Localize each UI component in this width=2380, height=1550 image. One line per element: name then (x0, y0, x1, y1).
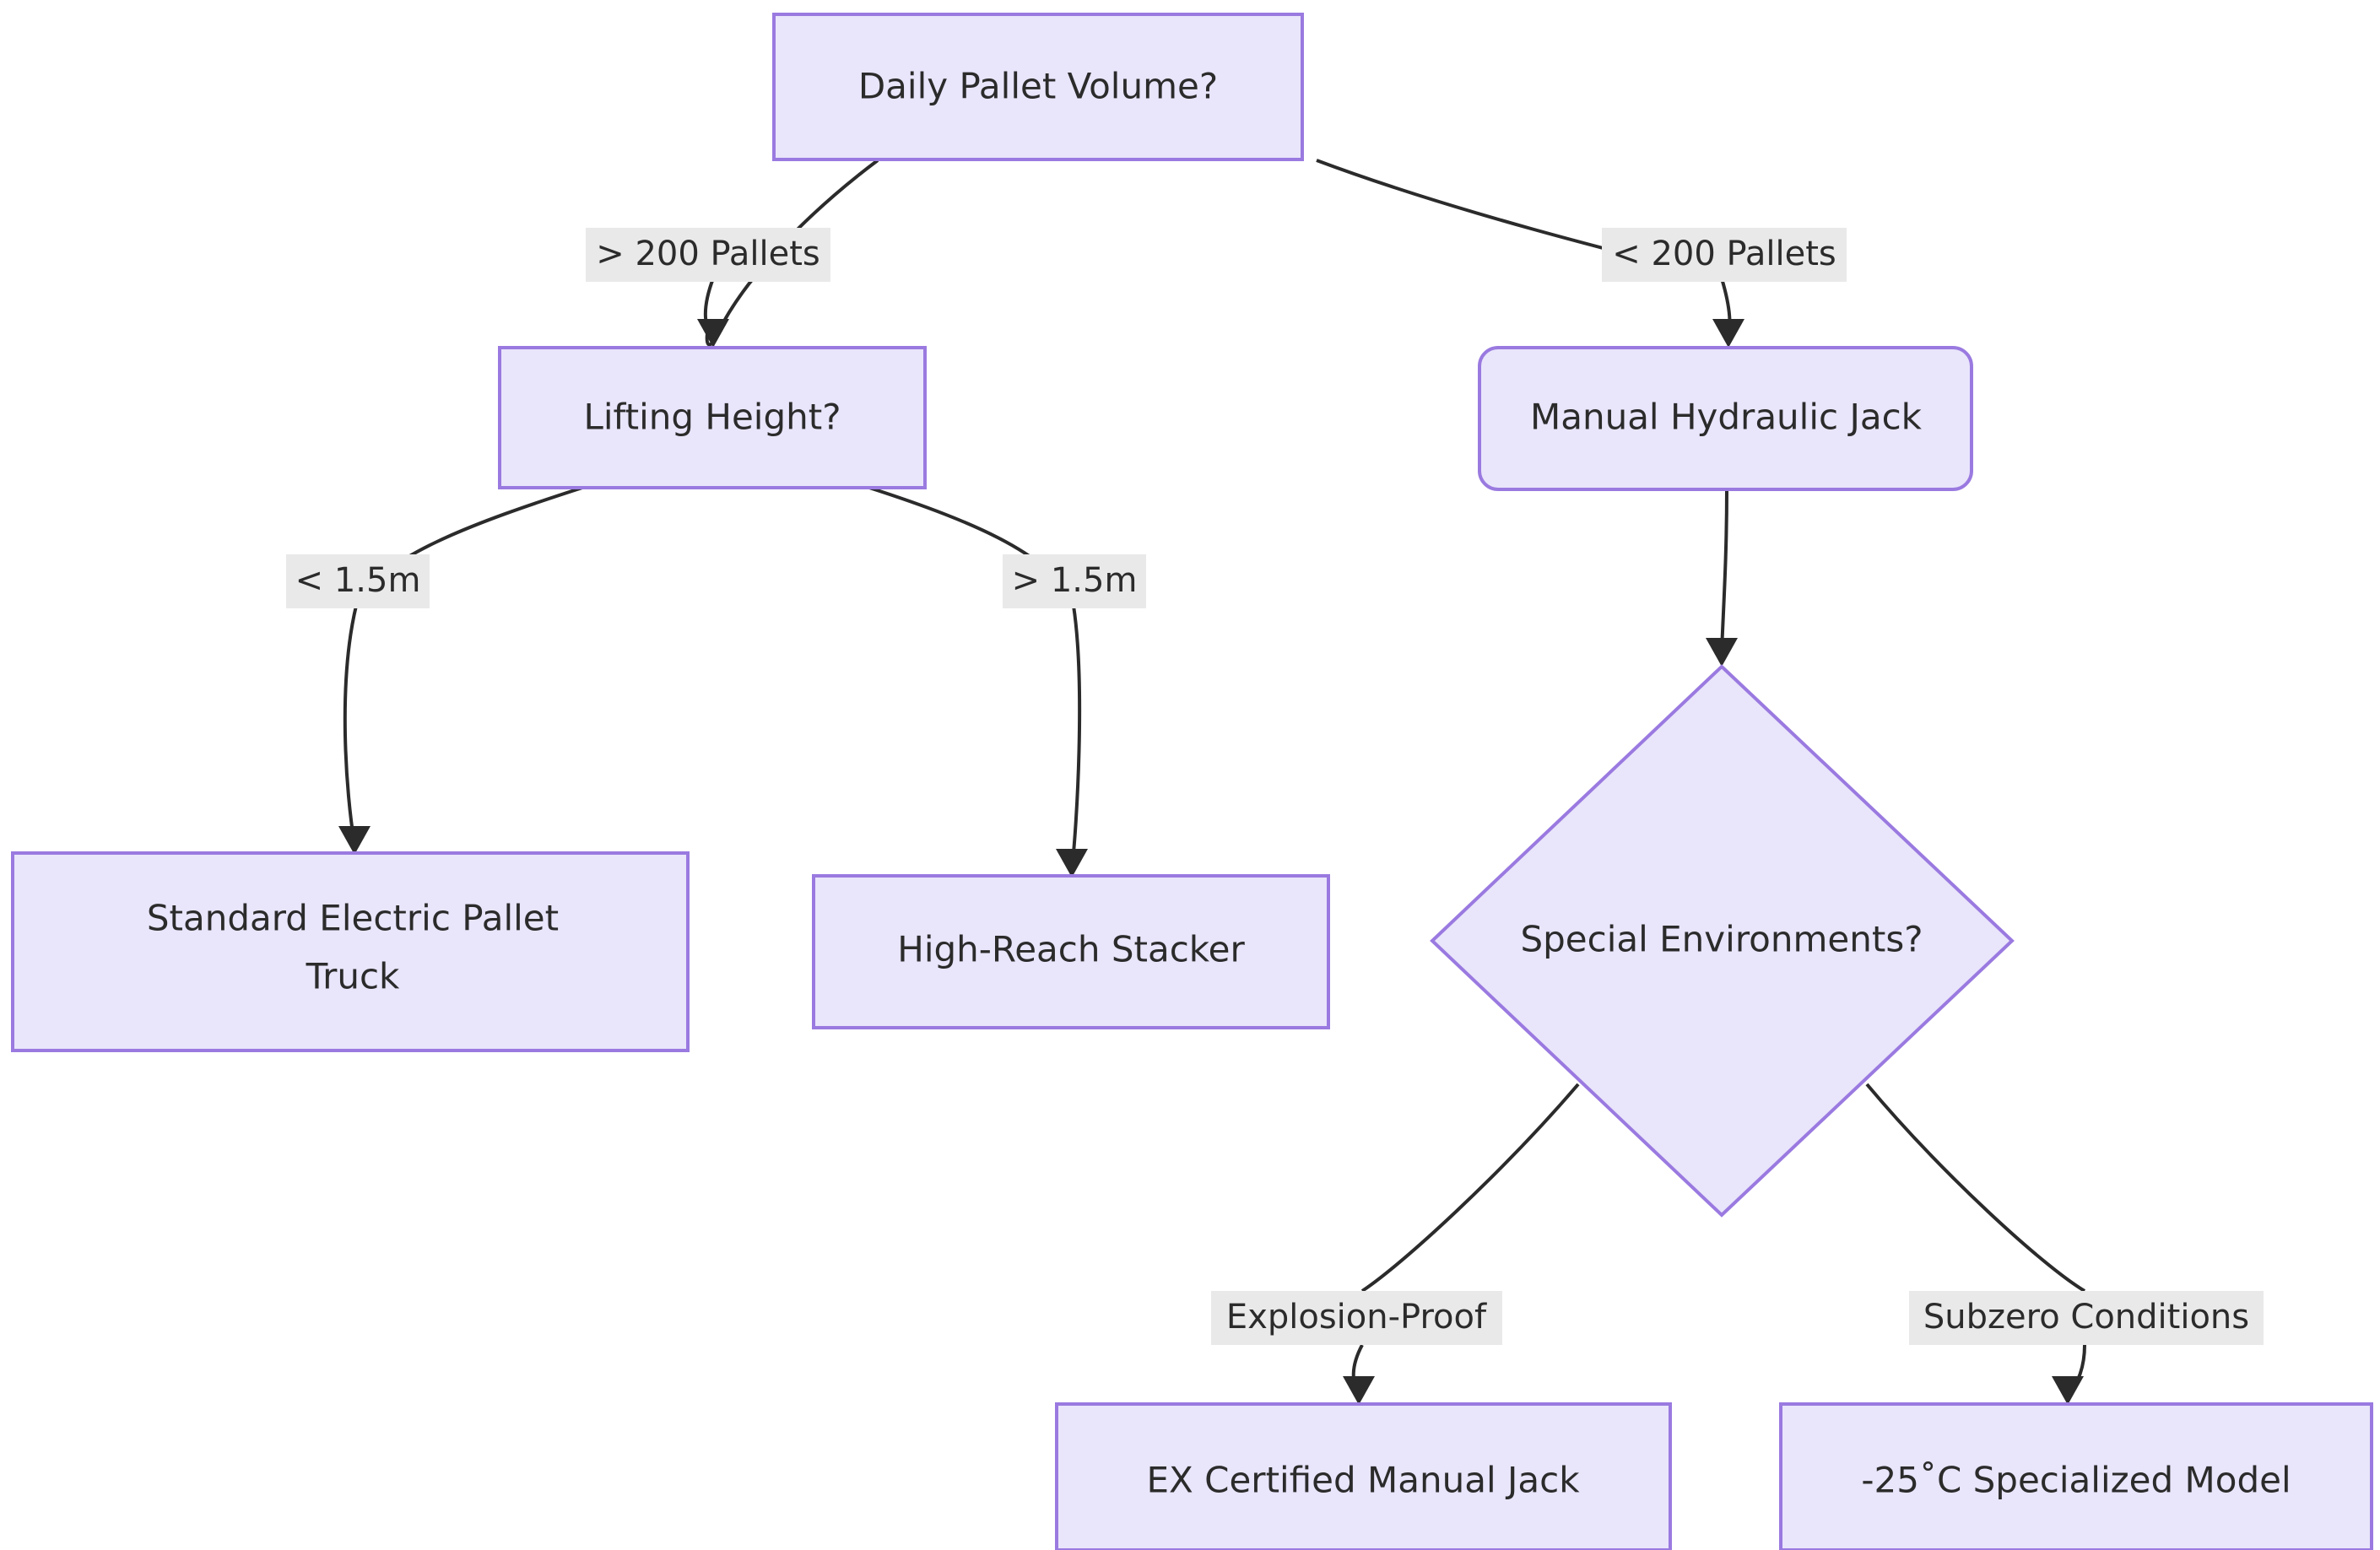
edge-label-text: > 1.5m (1012, 561, 1138, 600)
node-shape-diamond[interactable] (1430, 664, 2015, 1218)
edge-label-background (1003, 554, 1146, 608)
edge-label-gt-200-pallets: > 200 Pallets (586, 228, 830, 282)
edge-lifting-to-standard-truck (343, 486, 583, 845)
node-subzero-specialized-model[interactable]: -25˚C Specialized Model (1779, 1402, 2373, 1550)
node-ex-certified-manual-jack[interactable]: EX Certified Manual Jack (1055, 1402, 1672, 1550)
edge-label-text: < 200 Pallets (1612, 235, 1836, 273)
edge-label-text: Subzero Conditions (1923, 1298, 2249, 1337)
node-label: Manual Hydraulic Jack (1530, 397, 1923, 438)
node-label-line-2: Truck (306, 956, 400, 997)
arrowhead-to-lifting-height (697, 319, 729, 348)
arrowhead-to-ex-certified (1343, 1376, 1375, 1405)
edge-label-background (286, 554, 430, 608)
edge-lifting-to-stacker (868, 486, 1082, 870)
arrowhead-to-subzero (2052, 1376, 2084, 1405)
node-shape-rectangle[interactable] (1779, 1402, 2373, 1550)
edge-label-background (1211, 1291, 1502, 1345)
edge-layer (343, 159, 2086, 1394)
node-special-environments[interactable]: Special Environments? (1430, 664, 2015, 1218)
edge-label-lt-200-pallets: < 200 Pallets (1602, 228, 1847, 282)
edge-special-env-to-subzero (1865, 1083, 2086, 1394)
edge-path-lower (343, 605, 358, 845)
edge-label-background (1602, 228, 1847, 282)
node-lifting-height[interactable]: Lifting Height? (498, 346, 927, 489)
node-shape-rounded-rectangle[interactable] (1478, 346, 1973, 491)
arrowhead-to-manual-jack (1712, 319, 1744, 348)
node-layer: Daily Pallet Volume? Lifting Height? Man… (11, 13, 2373, 1550)
node-standard-electric-pallet-truck[interactable]: Standard Electric Pallet Truck (11, 851, 690, 1052)
arrowhead-to-stacker (1056, 849, 1088, 878)
node-label: Daily Pallet Volume? (858, 66, 1218, 107)
node-shape-rectangle[interactable] (772, 13, 1304, 161)
node-label: Lifting Height? (583, 397, 841, 438)
edge-label-lt-1-5m: < 1.5m (286, 554, 430, 608)
arrowhead-to-standard-truck (338, 826, 371, 855)
edge-label-subzero-conditions: Subzero Conditions (1909, 1291, 2264, 1345)
edge-manual-jack-to-special-env (1720, 489, 1728, 652)
node-shape-rectangle[interactable] (498, 346, 927, 489)
edge-label-gt-1-5m: > 1.5m (1003, 554, 1146, 608)
edge-path (1720, 489, 1728, 652)
edge-path-lower (1070, 605, 1082, 870)
node-shape-rectangle[interactable] (812, 874, 1330, 1029)
node-label: Special Environments? (1520, 919, 1923, 960)
edge-label-text: Explosion-Proof (1226, 1298, 1487, 1337)
edge-label-text: > 200 Pallets (596, 235, 820, 273)
arrowhead-layer (338, 319, 2084, 1405)
node-high-reach-stacker[interactable]: High-Reach Stacker (812, 874, 1330, 1029)
edge-label-explosion-proof: Explosion-Proof (1211, 1291, 1502, 1345)
edge-label-background (586, 228, 830, 282)
node-manual-hydraulic-jack[interactable]: Manual Hydraulic Jack (1478, 346, 1973, 491)
edge-path (1865, 1083, 2086, 1293)
arrowhead-to-special-env (1706, 638, 1738, 667)
node-label: EX Certified Manual Jack (1146, 1460, 1580, 1501)
edge-label-background (1909, 1291, 2264, 1345)
node-shape-rectangle[interactable] (11, 851, 690, 1052)
node-label: High-Reach Stacker (897, 929, 1245, 970)
edge-label-text: < 1.5m (295, 561, 421, 600)
edge-path (1360, 1083, 1580, 1293)
edge-special-env-to-ex-certified (1351, 1083, 1580, 1394)
node-label: -25˚C Specialized Model (1861, 1460, 2291, 1501)
node-daily-pallet-volume[interactable]: Daily Pallet Volume? (772, 13, 1304, 161)
edge-label-layer: > 200 Pallets < 200 Pallets < 1.5m > 1.5… (286, 228, 2264, 1345)
node-shape-rectangle[interactable] (1055, 1402, 1672, 1550)
node-label-line-1: Standard Electric Pallet (147, 898, 559, 939)
